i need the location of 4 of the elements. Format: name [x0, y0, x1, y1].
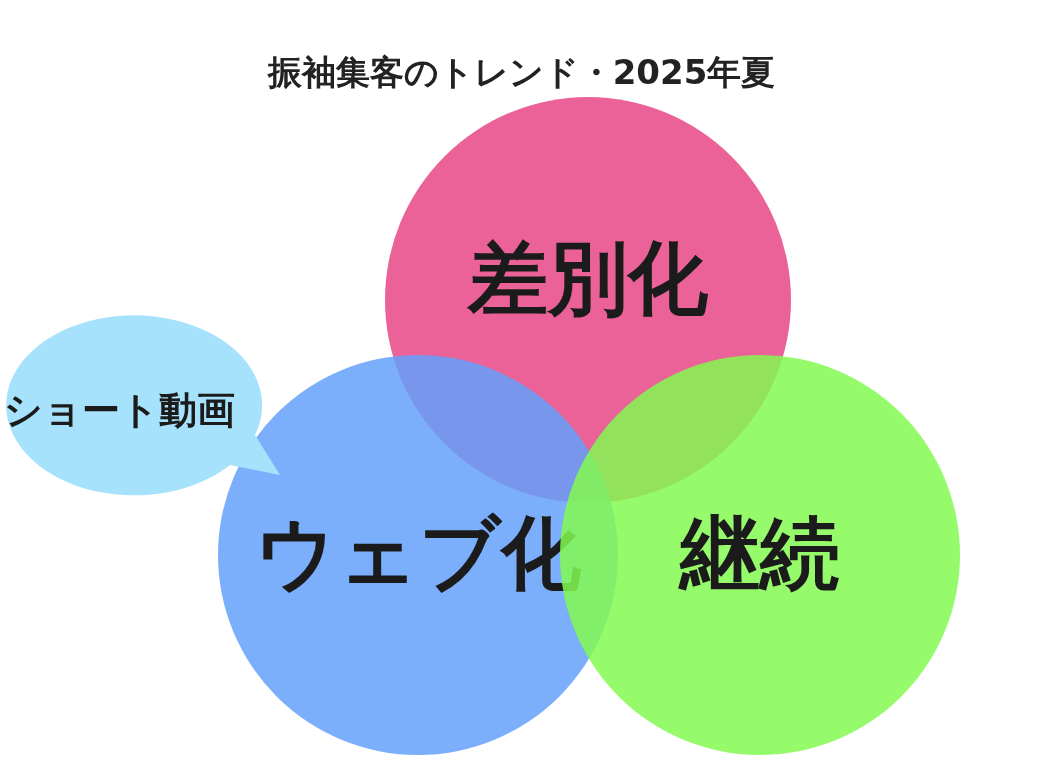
circle-label: 差別化: [468, 231, 708, 327]
diagram-title: 振袖集客のトレンド・2025年夏: [266, 51, 777, 94]
bubble-label: ショート動画: [4, 387, 235, 434]
circle-label: 継続: [680, 506, 840, 602]
